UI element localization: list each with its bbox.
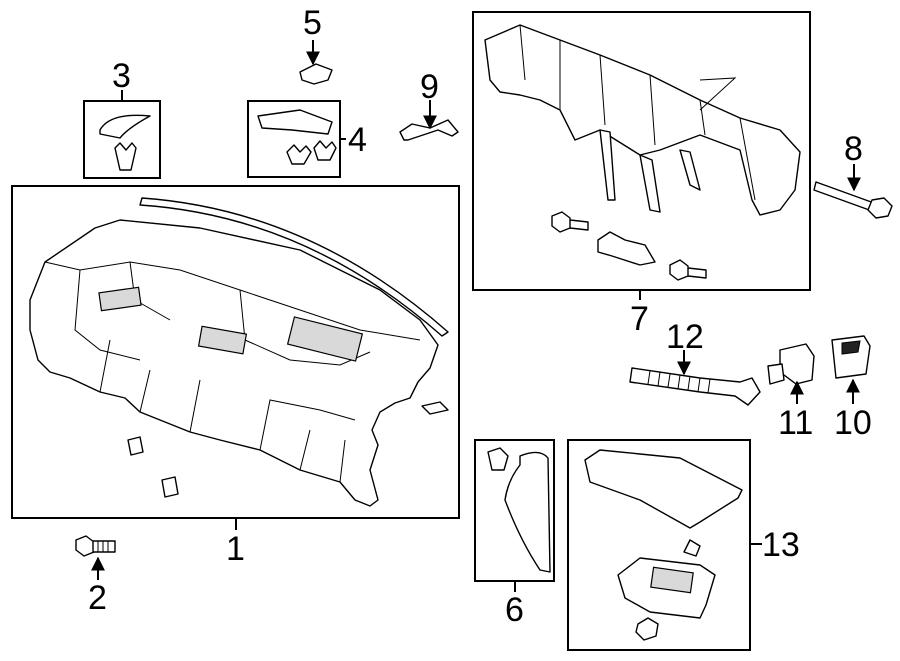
callout-3: 3: [112, 57, 131, 95]
beam-bracket: [597, 231, 656, 266]
callout-5: 5: [303, 4, 322, 42]
callout-2: 2: [88, 579, 107, 617]
panel-clip-b: [161, 476, 179, 498]
glove-box-clip: [683, 539, 701, 557]
callout-9: 9: [420, 68, 439, 106]
callout-8: 8: [844, 130, 863, 168]
callout-6: 6: [505, 591, 524, 629]
clip-5: [299, 63, 333, 85]
side-panel-group: [474, 439, 555, 582]
switch-10: [831, 335, 871, 379]
panel-vent-right: [286, 316, 364, 362]
beam-leg-center: [639, 154, 661, 213]
callout-10: 10: [834, 404, 872, 442]
clip-4a: [286, 144, 312, 165]
bracket-4-group: [247, 100, 341, 178]
glove-box-group: [567, 439, 751, 651]
callout-12: 12: [666, 318, 704, 356]
beam-leg-right: [679, 149, 701, 191]
callout-1: 1: [226, 530, 245, 568]
glove-box-nut: [635, 617, 659, 641]
cross-beam-group: [472, 11, 811, 291]
glove-box-lid: [584, 449, 743, 529]
cover-3: [99, 114, 151, 139]
clip-4b: [313, 140, 337, 161]
sensor-11: [767, 343, 815, 385]
bolt-2: [75, 535, 116, 557]
panel-vent-center: [197, 325, 248, 355]
callout-4: 4: [348, 121, 367, 159]
instrument-panel-group: [11, 185, 460, 519]
bracket-4: [257, 109, 333, 135]
clip-3: [114, 142, 137, 171]
glove-box-latch: [650, 566, 694, 594]
callout-11: 11: [778, 404, 813, 442]
panel-vent-left: [98, 286, 142, 312]
panel-clip-a: [127, 436, 144, 456]
panel-clip-c: [421, 401, 449, 415]
panel-top-molding: [139, 197, 449, 337]
cover-3-group: [83, 100, 161, 179]
callout-13: 13: [762, 526, 800, 564]
beam-leg-left: [599, 129, 616, 201]
callout-7: 7: [630, 300, 649, 338]
side-panel: [504, 451, 551, 573]
beam-bolt-b: [669, 259, 707, 281]
beam-bolt-a: [551, 211, 589, 233]
bolt-8: [813, 181, 893, 219]
duct-hose-12: [629, 367, 761, 406]
cross-beam-box: [472, 11, 811, 291]
side-panel-clip: [487, 447, 509, 471]
cross-beam-details: [519, 24, 756, 201]
instrument-panel: [29, 219, 439, 507]
